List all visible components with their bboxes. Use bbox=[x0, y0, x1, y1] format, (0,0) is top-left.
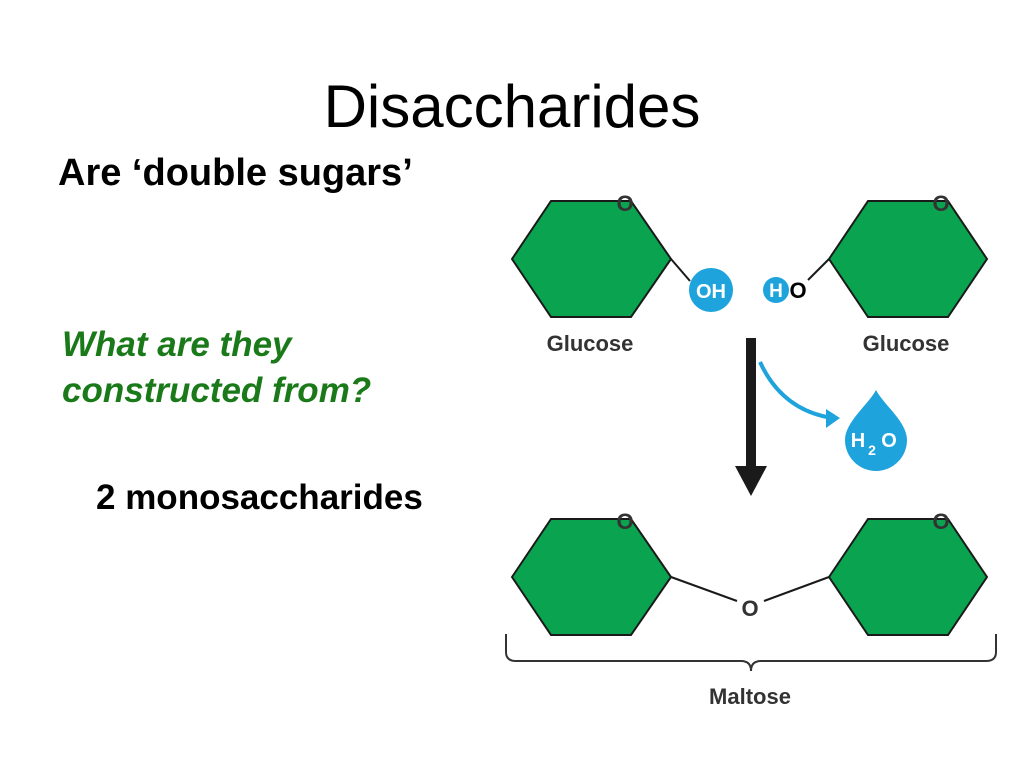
glucose-ring-bottom-right bbox=[827, 518, 989, 636]
maltose-label: Maltose bbox=[709, 684, 791, 709]
hydrogen-oxygen-label: O bbox=[789, 278, 806, 303]
bridge-oxygen-label: O bbox=[741, 596, 758, 621]
glucose-ring-top-left bbox=[510, 200, 673, 318]
water-o-label: O bbox=[881, 430, 897, 452]
water-subscript-label: 2 bbox=[868, 442, 876, 458]
hydrogen-label: H bbox=[769, 281, 783, 302]
hydroxyl-label: OH bbox=[696, 281, 726, 303]
bond-line bbox=[807, 258, 830, 281]
bond-line bbox=[670, 258, 691, 282]
water-droplet-icon bbox=[845, 390, 907, 471]
glycosidic-bond-left bbox=[670, 576, 738, 602]
ring-oxygen-label: O bbox=[932, 509, 949, 534]
reaction-arrow-head bbox=[735, 466, 767, 496]
glucose-ring-bottom-left bbox=[510, 518, 673, 636]
slide-subtitle: Are ‘double sugars’ bbox=[58, 152, 413, 194]
hydrogen-bubble bbox=[763, 277, 789, 303]
glucose-ring-top-right bbox=[827, 200, 989, 318]
water-release-arrow bbox=[758, 361, 833, 420]
maltose-brace bbox=[505, 634, 997, 672]
ring-oxygen-label: O bbox=[932, 191, 949, 216]
hydroxyl-bubble bbox=[689, 268, 733, 312]
answer-text: 2 monosaccharides bbox=[96, 478, 423, 517]
slide-title: Disaccharides bbox=[323, 73, 701, 140]
water-arrow-head bbox=[826, 409, 840, 428]
ring-oxygen-label: O bbox=[616, 509, 633, 534]
glucose-label-right: Glucose bbox=[863, 331, 950, 356]
ring-oxygen-label: O bbox=[616, 191, 633, 216]
water-h-label: H bbox=[851, 430, 865, 452]
glycosidic-bond-right bbox=[763, 576, 830, 602]
glucose-label-left: Glucose bbox=[547, 331, 634, 356]
question-text: What are they constructed from? bbox=[62, 325, 372, 410]
